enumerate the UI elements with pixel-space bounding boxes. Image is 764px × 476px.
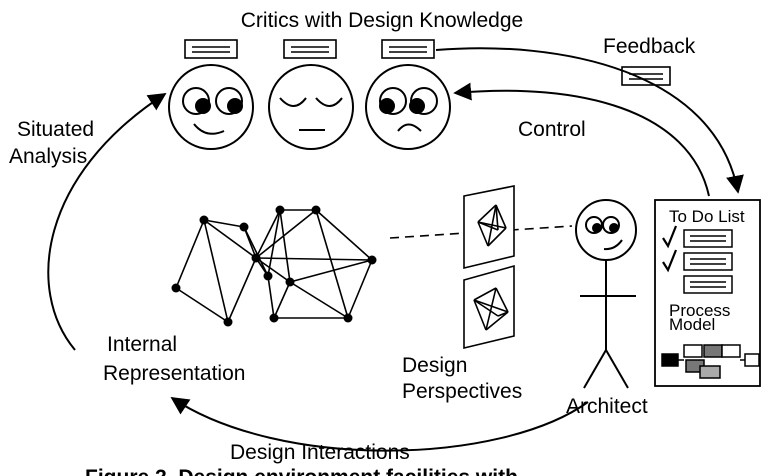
graph-nodes — [171, 205, 377, 327]
feedback-arrow — [435, 47, 744, 194]
perspectives-label-2: Perspectives — [402, 380, 522, 403]
internal-label: Internal — [107, 333, 177, 356]
design-interactions-arrow — [170, 397, 589, 452]
perspectives-label-1: Design — [402, 354, 467, 377]
control-arrow — [453, 82, 710, 197]
todo-items — [662, 225, 733, 294]
todo-title: To Do List — [669, 207, 745, 226]
control-label: Control — [518, 118, 586, 141]
feedback-note — [621, 66, 671, 86]
analysis-label: Analysis — [9, 145, 87, 168]
critic-sad-face — [365, 64, 451, 150]
model-label: Model — [669, 315, 715, 334]
perspective-panel-bottom — [463, 264, 515, 350]
feedback-label: Feedback — [603, 35, 696, 58]
figure-caption: Figure 2. Design environment facilities … — [85, 466, 518, 476]
critic-notes — [184, 39, 435, 59]
interactions-label: Design Interactions — [230, 441, 410, 464]
representation-label: Representation — [103, 362, 245, 385]
internal-representation-graph — [175, 209, 373, 323]
critic-neutral-face — [268, 64, 354, 150]
architect-figure — [575, 199, 637, 389]
situated-analysis-arrow — [47, 93, 167, 351]
critic-happy-face — [168, 64, 254, 150]
perspective-panel-top — [463, 185, 515, 270]
architect-label: Architect — [566, 395, 648, 418]
process-model-diagram — [661, 344, 760, 379]
critics-title: Critics with Design Knowledge — [241, 9, 523, 32]
situated-label: Situated — [17, 118, 94, 141]
process-label: Process — [669, 301, 730, 320]
